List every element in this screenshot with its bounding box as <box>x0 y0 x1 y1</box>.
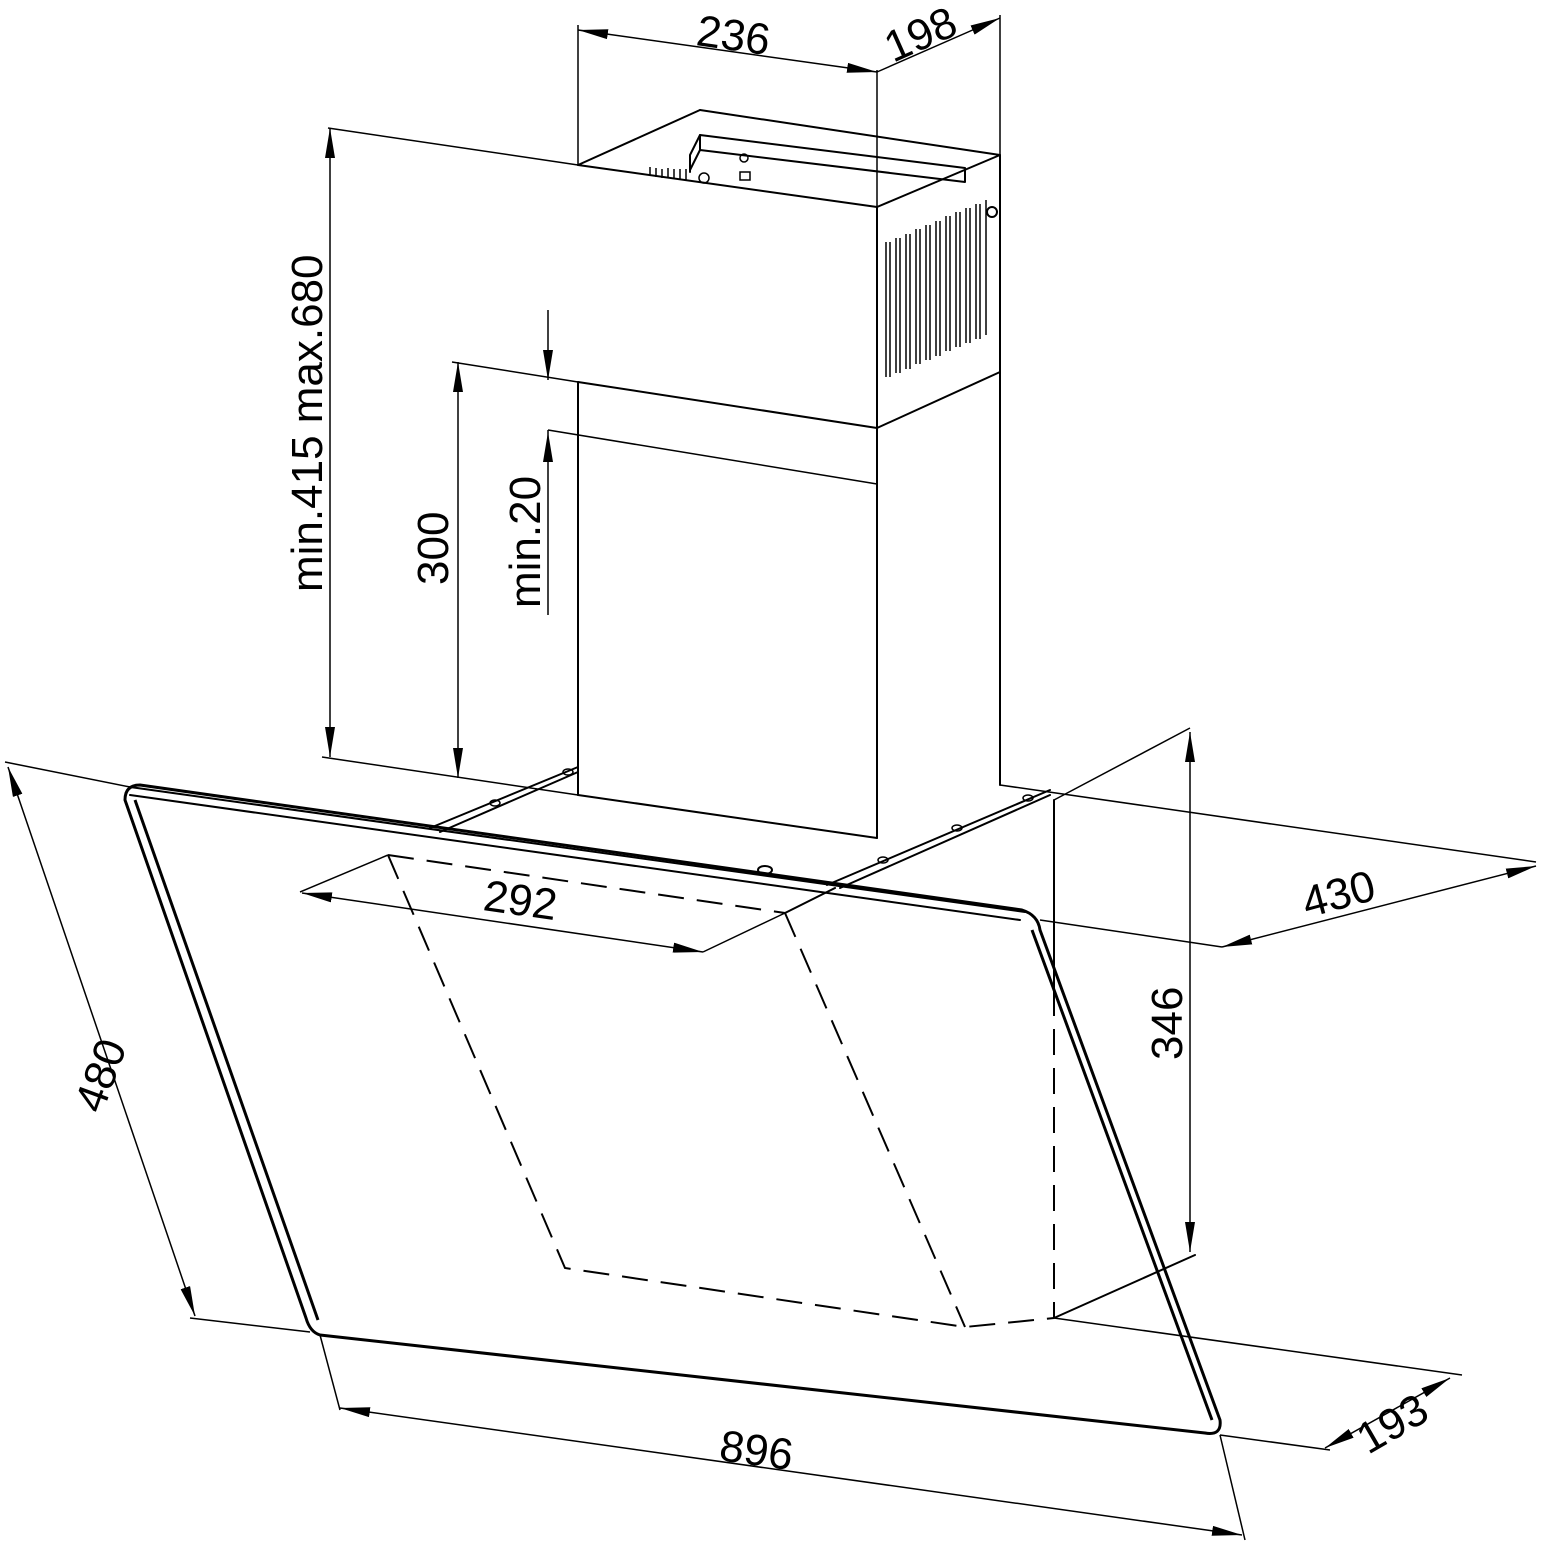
dimension-labels: 236 198 min.415 max.680 300 min.20 292 4… <box>65 0 1436 1480</box>
dim-chimney-height: min.415 max.680 <box>283 254 332 592</box>
dim-overlap: min.20 <box>501 476 550 608</box>
dim-lower-chimney-height: 300 <box>409 512 458 585</box>
dim-bottom-depth: 193 <box>1349 1385 1437 1464</box>
dim-hood-depth: 430 <box>1297 861 1381 927</box>
dim-hood-height: 346 <box>1143 987 1192 1060</box>
hood-body <box>123 766 1222 1435</box>
dim-chimney-depth: 198 <box>877 0 964 72</box>
dim-glass-height: 480 <box>65 1033 136 1119</box>
vent-slots <box>885 200 987 377</box>
dim-glass-width: 896 <box>717 1421 797 1480</box>
dim-chimney-width: 236 <box>694 6 774 65</box>
lower-chimney <box>577 371 1001 839</box>
upper-chimney <box>577 109 1001 429</box>
dimension-lines <box>4 15 1537 1541</box>
dim-inner-panel-width: 292 <box>481 871 561 930</box>
